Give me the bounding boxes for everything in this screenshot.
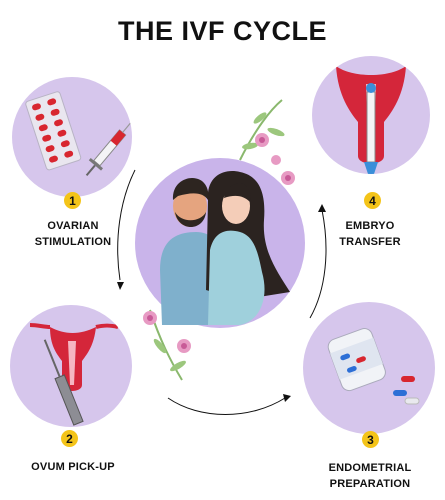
step-1-label: OVARIAN STIMULATION: [10, 218, 136, 250]
step-3-badge: 3: [362, 431, 379, 448]
step-1-label-line2: STIMULATION: [34, 236, 112, 248]
ovum-pickup-needle-icon: [43, 339, 84, 426]
step-1-label-line1: OVARIAN: [47, 220, 99, 232]
arrow-2-to-3: [167, 397, 286, 415]
step-3-label: ENDOMETRIAL PREPARATION: [300, 460, 440, 492]
ovarian-stimulation-circle: [12, 77, 132, 197]
pill-blister-icon: [25, 91, 82, 171]
arrow-3-to-4: [309, 209, 327, 319]
arrowheads: [117, 204, 326, 402]
uterus-icon: [29, 323, 119, 391]
step-2-badge: 2: [61, 430, 78, 447]
pill-bottle-icon: [327, 328, 420, 405]
woman-figure: [206, 171, 290, 325]
embryo-transfer-catheter-icon: [336, 66, 406, 174]
flower-decoration-top: [239, 99, 295, 185]
page-title: THE IVF CYCLE: [117, 16, 327, 46]
embryo-transfer-circle: [312, 56, 430, 174]
ovum-pickup-circle: [10, 305, 132, 427]
step-1-badge: 1: [64, 192, 81, 209]
step-2-label-line1: OVUM PICK-UP: [31, 461, 115, 473]
arrow-1-to-2: [117, 169, 136, 281]
step-3-label-line1: ENDOMETRIAL: [328, 462, 412, 474]
step-2-label: OVUM PICK-UP: [10, 459, 136, 475]
man-figure: [160, 178, 222, 325]
step-4-label: EMBRYO TRANSFER: [305, 218, 435, 250]
step-3-label-line2: PREPARATION: [329, 478, 411, 490]
step-4-label-line2: TRANSFER: [339, 236, 401, 248]
endometrial-preparation-circle: [303, 302, 435, 434]
cycle-arrows: [117, 169, 327, 415]
step-4-badge: 4: [364, 192, 381, 209]
flower-decoration-bottom: [143, 309, 191, 381]
step-4-label-line1: EMBRYO: [345, 220, 395, 232]
syringe-icon: [85, 122, 131, 177]
